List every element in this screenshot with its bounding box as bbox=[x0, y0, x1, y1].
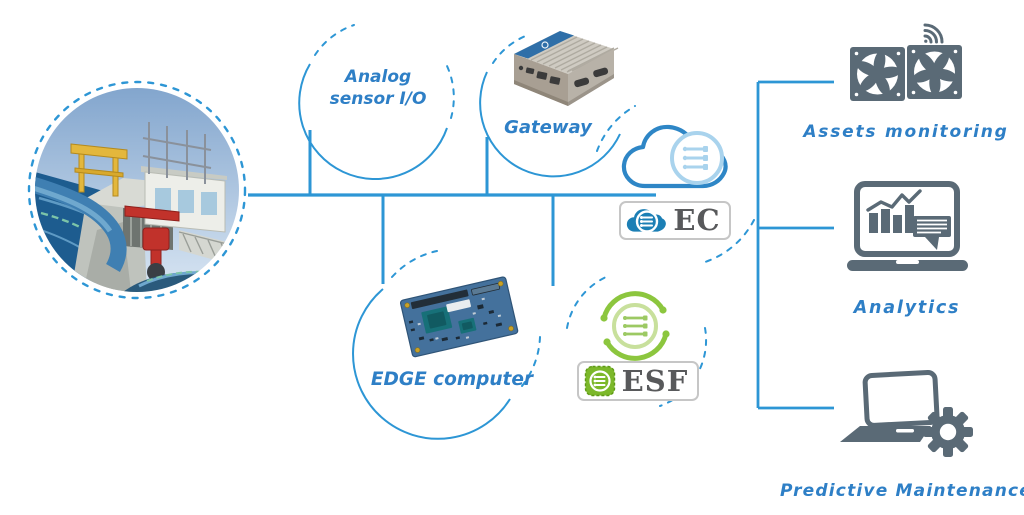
esf-cycle-icon bbox=[600, 291, 670, 361]
wifi-signal-icon bbox=[923, 23, 944, 44]
analog-circle bbox=[298, 24, 455, 181]
analytics-label: Analytics bbox=[853, 298, 961, 318]
ec-circle bbox=[596, 105, 755, 263]
esf-badge: ESF bbox=[577, 361, 699, 401]
edge-computer-node bbox=[396, 266, 521, 358]
assets-monitoring-node bbox=[842, 14, 977, 109]
esf-badge-icon bbox=[584, 365, 615, 397]
ec-badge-text: EC bbox=[673, 203, 721, 237]
fan-icon-left bbox=[850, 47, 905, 101]
maintenance-laptop-icon bbox=[840, 370, 940, 442]
hydro-plant-node bbox=[27, 80, 247, 300]
gateway-circle bbox=[479, 34, 621, 178]
trend-line-icon bbox=[866, 189, 922, 212]
esf-badge-text: ESF bbox=[621, 363, 689, 398]
gateway-node bbox=[498, 18, 626, 110]
laptop-analytics-icon bbox=[847, 181, 968, 271]
gateway-label: Gateway bbox=[504, 117, 592, 138]
gear-icon bbox=[923, 407, 973, 457]
ec-cloud-icon bbox=[621, 124, 728, 189]
edge-circle bbox=[352, 250, 541, 440]
predictive-maintenance-label: Predictive Maintenance bbox=[779, 481, 1024, 501]
analytics-node bbox=[845, 180, 975, 280]
fans-wireless-image bbox=[850, 23, 962, 101]
gateway-device-image bbox=[514, 31, 619, 106]
dashed-ring bbox=[27, 80, 247, 300]
analog-sensor-label-line1: Analog bbox=[344, 67, 412, 87]
ec-badge-cloud-icon bbox=[627, 208, 667, 233]
speech-bubble-icon bbox=[913, 216, 951, 250]
analog-sensor-label-line2: sensor I/O bbox=[329, 89, 427, 110]
analog-sensor-label: Analog sensor I/O bbox=[303, 66, 453, 110]
assets-monitoring-label: Assets monitoring bbox=[803, 122, 1009, 142]
ec-badge: EC bbox=[619, 201, 731, 240]
esf-node bbox=[590, 281, 680, 371]
hydro-plant-illustration bbox=[27, 80, 247, 300]
laptop-gear-image bbox=[840, 370, 973, 457]
everyware-cloud-node bbox=[615, 118, 740, 208]
predictive-maintenance-node bbox=[830, 368, 980, 473]
edge-board-image bbox=[399, 276, 519, 358]
fan-icon-right bbox=[907, 45, 962, 99]
edge-computer-label: EDGE computer bbox=[370, 369, 534, 390]
